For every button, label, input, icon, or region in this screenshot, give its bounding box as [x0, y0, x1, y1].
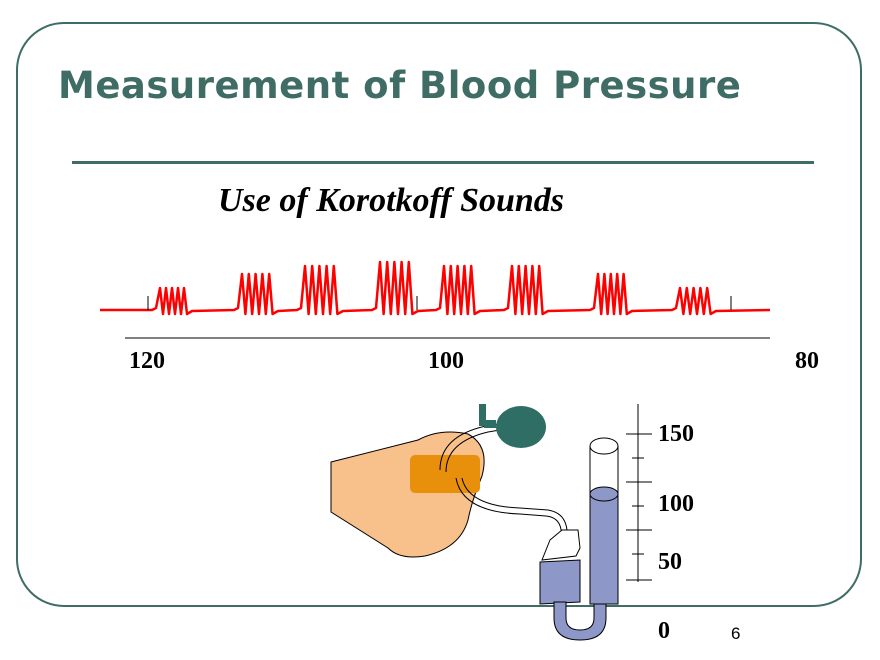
mercury-column: [589, 493, 619, 605]
slide-subtitle: Use of Korotkoff Sounds: [218, 182, 565, 219]
manometer-tube: [461, 477, 568, 547]
bulb-tube: [445, 429, 501, 473]
mercury-level: [589, 486, 619, 502]
gauge-label-150: 150: [658, 421, 694, 447]
title-divider: [72, 161, 814, 164]
pressure-label-80: 80: [795, 348, 819, 374]
manometer-tube: [455, 477, 562, 547]
gauge-label-100: 100: [658, 491, 694, 517]
gauge-label-0: 0: [658, 618, 670, 644]
inflation-bulb: [496, 406, 546, 448]
page-number: 6: [731, 624, 741, 643]
manometer-column-top: [589, 437, 619, 455]
arm: [330, 431, 485, 558]
mercury-reservoir: [539, 559, 581, 605]
slide-frame: [16, 22, 862, 607]
pressure-cuff: [410, 455, 480, 493]
bulb-valve: [479, 404, 486, 426]
pressure-label-120: 120: [129, 348, 165, 374]
pressure-label-100: 100: [428, 348, 464, 374]
gauge-label-50: 50: [658, 549, 682, 575]
slide-title: Measurement of Blood Pressure: [58, 64, 742, 107]
korotkoff-waveform: [100, 260, 771, 316]
manometer-reservoir: [541, 529, 581, 561]
bulb-valve: [484, 420, 496, 428]
